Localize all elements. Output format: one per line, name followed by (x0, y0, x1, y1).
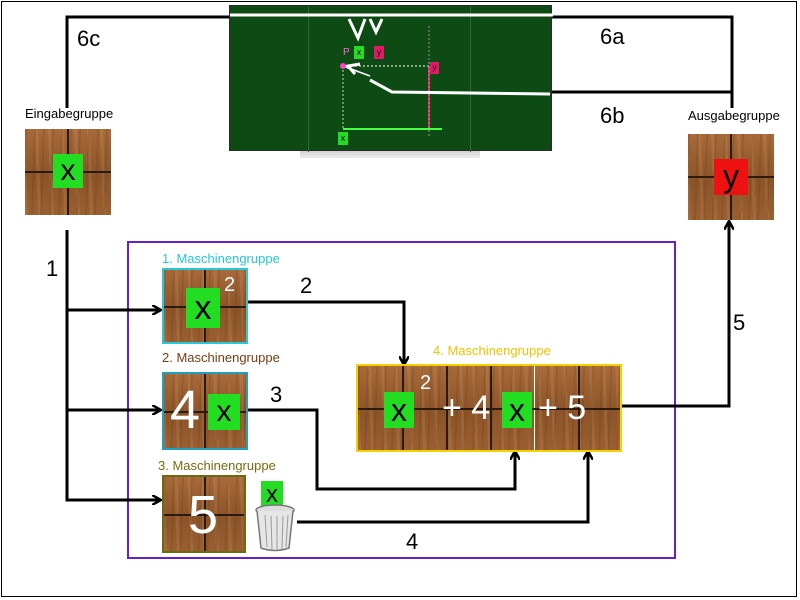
machine1-block: x 2 (162, 268, 248, 344)
machine4-title: 4. Maschinengruppe (433, 343, 551, 358)
machine4-term1: x (384, 392, 414, 428)
machine2-x-symbol: x (208, 394, 240, 430)
arrow-3 (247, 408, 515, 491)
label-6c: 6c (77, 26, 101, 51)
output-y-symbol: y (714, 159, 748, 195)
machine3-constant: 5 (188, 485, 219, 545)
machine3-x-symbol: x (261, 481, 283, 509)
output-group-block: y (688, 134, 774, 220)
machine4-block: x 2 + 4 x + 5 (356, 364, 622, 452)
output-group-title: Ausgabegruppe (688, 108, 780, 123)
board-y-tag: y (374, 46, 384, 59)
machine1-exponent: 2 (224, 274, 236, 296)
label-6b: 6b (600, 103, 625, 128)
machine3-block: 5 (162, 475, 246, 553)
machine1-title: 1. Maschinengruppe (162, 251, 280, 266)
machine4-plus2: + 5 (538, 389, 587, 427)
arrow-1-to-m3 (65, 230, 160, 500)
input-group-title: Eingabegruppe (25, 106, 114, 121)
arrow-4 (297, 452, 588, 524)
chalkboard: P x y y x (229, 5, 553, 152)
board-side-y-tag: y (430, 62, 439, 74)
arrow-2 (247, 300, 404, 364)
label-2: 2 (300, 273, 313, 298)
machine-frame (127, 241, 676, 559)
board-drawing (230, 13, 553, 136)
machine3-title: 3. Maschinengruppe (158, 458, 276, 473)
board-x-tag: x (354, 46, 364, 59)
input-x-symbol: x (53, 154, 83, 188)
trash-can-icon (255, 504, 295, 552)
machine2-coefficient: 4 (170, 380, 201, 440)
label-1: 1 (46, 256, 59, 281)
label-4: 4 (406, 529, 419, 554)
machine4-term2: x (502, 392, 532, 428)
machine2-title: 2. Maschinengruppe (162, 350, 280, 365)
board-shelf (300, 150, 480, 158)
label-5: 5 (733, 310, 746, 335)
arrow-5 (621, 222, 729, 408)
line-6a (552, 15, 734, 108)
input-group-block: x (25, 129, 111, 215)
machine4-exponent: 2 (420, 372, 432, 394)
machine4-plus1: + 4 (442, 389, 491, 427)
label-6a: 6a (600, 24, 625, 49)
machine1-x-symbol: x (186, 288, 220, 328)
board-point-label: P (343, 47, 350, 58)
line-6c (65, 15, 229, 108)
label-3: 3 (270, 382, 283, 407)
machine2-block: 4 x (162, 372, 248, 450)
board-axis-x-tag: x (338, 132, 348, 145)
